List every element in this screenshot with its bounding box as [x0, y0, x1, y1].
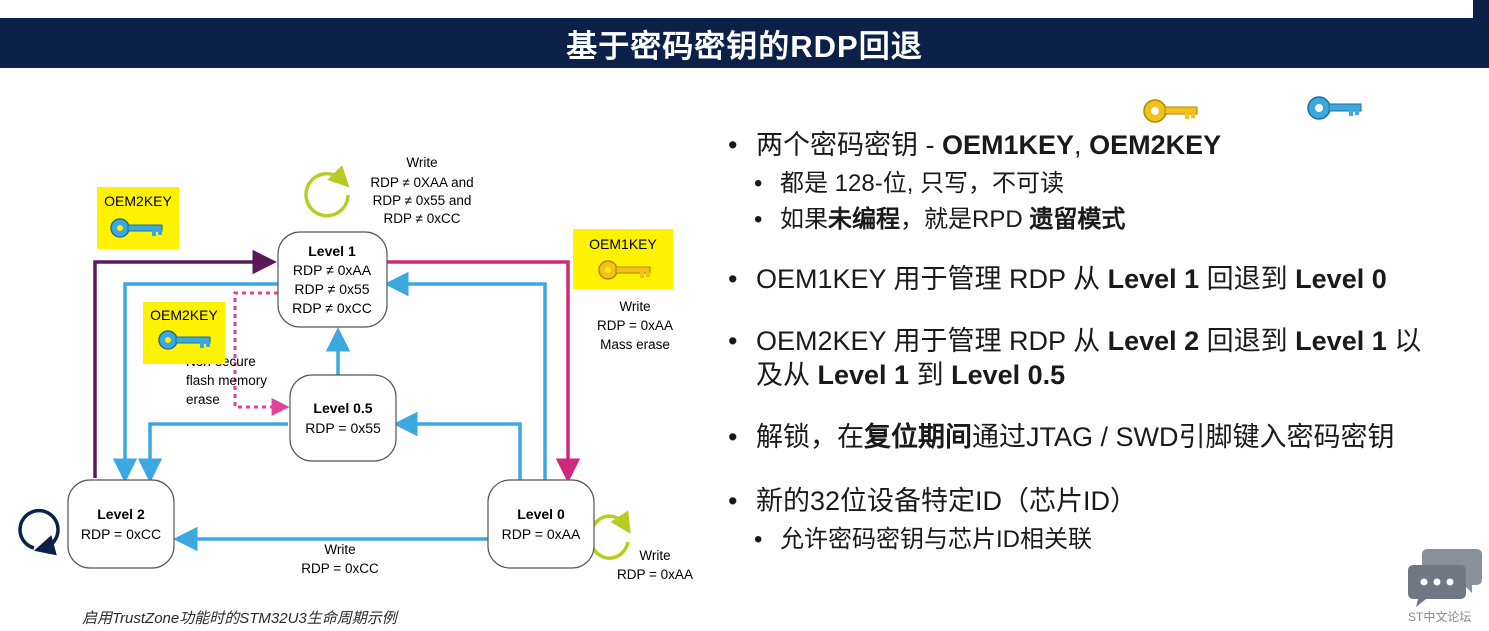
bullet-oem2key-l2: Level 2	[1107, 326, 1200, 356]
bullet-oem2key-line2-l1: Level 1	[817, 360, 910, 390]
label-nonsecure-2: flash memory	[186, 373, 267, 388]
label-top-write-4: RDP ≠ 0xCC	[384, 211, 461, 226]
state-level1-line1: RDP ≠ 0xAA	[293, 262, 372, 278]
sub-bullet-chip-id: 允许密码密钥与芯片ID相关联	[728, 522, 1468, 558]
label-top-write-3: RDP ≠ 0x55 and	[373, 193, 472, 208]
sub-bullet-legacy-mid: ，就是RPD	[900, 206, 1030, 233]
bullet-unlock: 解锁，在复位期间通过JTAG / SWD引脚键入密码密钥	[728, 420, 1468, 454]
loop-level2	[18, 509, 60, 556]
bullet-oem2key-line2-pre: 及从	[756, 360, 818, 390]
arrow-level1-to-level0	[387, 260, 581, 483]
rdp-lifecycle-diagram: Level 1 RDP ≠ 0xAA RDP ≠ 0x55 RDP ≠ 0xCC…	[18, 155, 693, 582]
sub-bullet-legacy: 如果未编程，就是RPD 遗留模式	[728, 202, 1468, 238]
label-bottom-write: Write RDP = 0xCC	[301, 542, 379, 576]
label-bottom-write-1: Write	[324, 542, 355, 557]
slide-title: 基于密码密钥的RDP回退	[566, 28, 923, 64]
bullet-keys-key1: OEM1KEY	[942, 130, 1075, 160]
label-oem1-write: Write RDP = 0xAA Mass erase	[597, 299, 673, 352]
label-nonsecure-3: erase	[186, 392, 220, 407]
top-strip	[0, 0, 1489, 18]
forum-chat-icon[interactable]	[1408, 545, 1484, 607]
blue-key-icon	[1307, 96, 1362, 120]
key-icon	[598, 260, 651, 280]
bullet-oem2key-pre: OEM2KEY 用于管理 RDP 从	[756, 326, 1108, 356]
bullet-keys: 两个密码密钥 - OEM1KEY, OEM2KEY	[728, 128, 1468, 162]
arrow-level0-to-level1	[384, 271, 547, 480]
sub-bullet-legacy-bold1: 未编程	[828, 206, 900, 233]
label-top-write-1: Write	[406, 155, 437, 170]
oem2key-top-badge: OEM2KEY	[97, 187, 179, 249]
oem2key-mid-badge: OEM2KEY	[143, 302, 225, 364]
sub-bullet-128bit: 都是 128-位, 只写，不可读	[728, 166, 1468, 202]
bullet-unlock-post: 通过JTAG / SWD引脚键入密码密钥	[972, 422, 1395, 452]
bullet-oem1key-l1: Level 1	[1107, 264, 1200, 294]
state-level0: Level 0 RDP = 0xAA	[487, 479, 595, 569]
state-level0-line1: RDP = 0xAA	[502, 526, 581, 542]
state-level1: Level 1 RDP ≠ 0xAA RDP ≠ 0x55 RDP ≠ 0xCC	[277, 231, 388, 328]
bullet-unlock-bold: 复位期间	[864, 422, 972, 452]
state-level2: Level 2 RDP = 0xCC	[67, 479, 175, 569]
label-oem1-write-2: RDP = 0xAA	[597, 318, 673, 333]
oem1key-label: OEM1KEY	[589, 236, 657, 252]
label-top-write-2: RDP ≠ 0XAA and	[370, 175, 473, 190]
sub-bullet-legacy-pre: 如果	[780, 206, 828, 233]
sub-bullet-legacy-bold2: 遗留模式	[1029, 206, 1126, 233]
label-oem1-write-3: Mass erase	[600, 337, 670, 352]
label-oem1-write-1: Write	[619, 299, 650, 314]
bullet-oem2key-mid: 回退到	[1199, 326, 1296, 356]
loop-level1	[304, 165, 350, 218]
arrow-level1-to-level2	[112, 282, 278, 483]
state-level2-name: Level 2	[97, 506, 145, 522]
arrow-level05-to-level2	[137, 422, 288, 483]
gold-key-icon	[1143, 99, 1198, 123]
label-top-write: Write RDP ≠ 0XAA and RDP ≠ 0x55 and RDP …	[370, 155, 473, 226]
bullet-oem2key-line2-mid: 到	[909, 360, 952, 390]
state-level1-name: Level 1	[308, 243, 356, 259]
state-level1-line2: RDP ≠ 0x55	[294, 281, 369, 297]
bullet-keys-sep: ,	[1074, 130, 1090, 160]
right-edge	[1473, 0, 1489, 18]
state-level05-name: Level 0.5	[313, 400, 372, 416]
bullet-oem1key-pre: OEM1KEY 用于管理 RDP 从	[756, 264, 1108, 294]
title-bar: 基于密码密钥的RDP回退	[0, 18, 1489, 68]
key-icon	[110, 218, 163, 238]
bullet-oem2key-line2-l05: Level 0.5	[951, 360, 1066, 390]
arrow-level2-to-level1	[93, 249, 277, 478]
oem1key-badge: OEM1KEY	[573, 229, 673, 289]
bullet-oem1key-l0: Level 0	[1295, 264, 1387, 294]
state-level1-line3: RDP ≠ 0xCC	[292, 300, 372, 316]
bullet-chip-id: 新的32位设备特定ID（芯片ID）	[728, 484, 1468, 518]
state-level05-line1: RDP = 0x55	[305, 420, 381, 436]
bullet-keys-key2: OEM2KEY	[1089, 130, 1222, 160]
state-level0-name: Level 0	[517, 506, 565, 522]
bullet-unlock-pre: 解锁，在	[756, 422, 864, 452]
forum-label: ST中文论坛	[1408, 610, 1472, 624]
state-level05: Level 0.5 RDP = 0x55	[289, 374, 397, 462]
bullet-list: 两个密码密钥 - OEM1KEY, OEM2KEY 都是 128-位, 只写，不…	[728, 128, 1468, 558]
oem2key-top-label: OEM2KEY	[104, 193, 172, 209]
key-icon	[158, 330, 211, 350]
label-bottom-write-2: RDP = 0xCC	[301, 561, 379, 576]
bullet-oem1key-mid: 回退到	[1199, 264, 1296, 294]
oem2key-mid-label: OEM2KEY	[150, 307, 218, 323]
loop-level0	[588, 510, 631, 560]
bullet-oem2key-l1: Level 1	[1295, 326, 1387, 356]
label-level0-write-1: Write	[639, 548, 670, 563]
bullet-keys-prefix: 两个密码密钥 -	[756, 130, 942, 160]
arrow-level0-to-level05	[393, 411, 522, 480]
state-level2-line1: RDP = 0xCC	[81, 526, 161, 542]
bullet-oem2key: OEM2KEY 用于管理 RDP 从 Level 2 回退到 Level 1 以…	[728, 324, 1468, 392]
bullet-oem1key: OEM1KEY 用于管理 RDP 从 Level 1 回退到 Level 0	[728, 262, 1468, 296]
label-level0-write-2: RDP = 0xAA	[617, 567, 693, 582]
label-level0-write: Write RDP = 0xAA	[617, 548, 693, 582]
bullet-oem2key-tail: 以	[1386, 326, 1422, 356]
diagram-caption: 启用TrustZone功能时的STM32U3生命周期示例	[82, 610, 397, 627]
arrow-dotted-level1-to-level05	[233, 291, 290, 416]
